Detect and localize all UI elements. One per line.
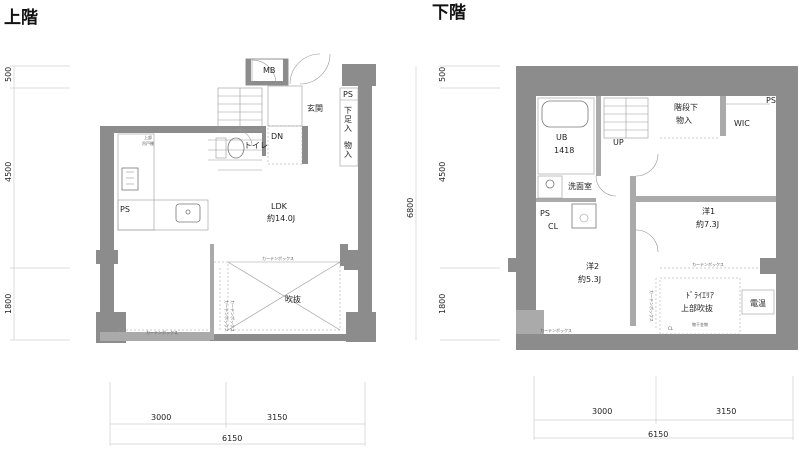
lower-washroom-label: 洗面室 <box>568 181 592 191</box>
upper-curtain-box-label-2: カーテンボックス <box>146 329 178 335</box>
upper-dim-6150: 6150 <box>222 434 242 443</box>
upper-dim-500: 500 <box>4 67 13 82</box>
upper-toilet-label: トイレ <box>244 141 268 150</box>
lower-curtain-box-label-1: カーテンボックス <box>692 261 724 267</box>
upper-toilet-fixture <box>215 137 245 159</box>
upper-dim-1800: 1800 <box>4 294 13 314</box>
lower-denon-label: 電温 <box>750 299 766 308</box>
upper-dn-label: DN <box>271 132 283 141</box>
lower-dim-6800: 6800 <box>406 198 415 218</box>
upper-horizontal-dimensions: 3000 3150 6150 <box>109 382 366 446</box>
lower-walls <box>508 66 798 350</box>
lower-hardware-label: 物干金物 <box>692 321 708 327</box>
lower-bath-fixture <box>537 97 595 175</box>
upper-genkan-label: 玄関 <box>307 103 323 113</box>
lower-ps-left-label: PS <box>540 209 550 218</box>
lower-dry-area <box>659 277 775 335</box>
lower-wic-label: WIC <box>734 119 750 128</box>
upper-vertical-dimensions: 500 4500 1800 <box>4 65 70 341</box>
lower-small-label: CL <box>668 326 674 331</box>
lower-yo2-label: 洋2 <box>586 261 599 271</box>
lower-cl-label: CL <box>548 222 559 231</box>
lower-ub-label: UB <box>556 133 567 142</box>
upper-storage-label-2: 入 <box>344 150 352 159</box>
upper-dim-4500: 4500 <box>4 162 13 182</box>
lower-up-label: UP <box>613 138 624 147</box>
upper-dim-3150: 3150 <box>267 413 287 422</box>
upper-shoe-label-2: 足 <box>344 115 352 124</box>
upper-mb-label: MB <box>263 66 275 75</box>
upper-floor-title: 上階 <box>4 8 38 28</box>
lower-ub-size: 1418 <box>554 146 574 155</box>
upper-ldk-size: 約14.0J <box>267 213 295 223</box>
upper-genkan-floor <box>267 125 303 165</box>
lower-dim-6150: 6150 <box>648 430 668 439</box>
upper-storage-label-1: 物 <box>344 140 352 150</box>
lower-dim-3000: 3000 <box>592 407 612 416</box>
upper-curtain-box-label-v2: カーテンボックス <box>230 300 236 332</box>
lower-yo1-size: 約7.3J <box>696 219 719 229</box>
upper-shoe-label-1: 下 <box>344 106 352 115</box>
lower-kaidan-label-2: 物入 <box>676 115 692 125</box>
upper-ps-top-label: PS <box>343 90 353 99</box>
lower-ps-top-label: PS <box>766 96 776 105</box>
lower-staircase <box>603 97 649 139</box>
lower-washroom-fixtures <box>537 175 597 229</box>
lower-doors <box>595 153 659 253</box>
upper-dim-3000: 3000 <box>151 413 171 422</box>
lower-floor-title: 下階 <box>432 3 466 23</box>
lower-dim-1800: 1800 <box>438 294 447 314</box>
lower-dim-3150: 3150 <box>716 407 736 416</box>
lower-curtain-box-label-v: カーテンボックス <box>649 290 655 322</box>
upper-cupboard-label-1: 上部 <box>144 134 152 140</box>
upper-curtain-box-label-1: カーテンボックス <box>262 255 294 261</box>
upper-floor-plan: 上階 500 4500 1800 <box>4 8 376 446</box>
upper-shoe-storage <box>339 87 359 167</box>
upper-doors <box>235 53 331 147</box>
upper-void-label: 吹抜 <box>285 294 301 304</box>
lower-horizontal-dimensions: 3000 3150 6150 <box>533 376 794 440</box>
upper-curtain-box-label-v1: カーテンボックス <box>224 300 230 332</box>
upper-kitchen <box>117 133 209 231</box>
lower-curtain-box-label-2: カーテンボックス <box>540 327 572 333</box>
lower-vertical-dimensions: 500 4500 1800 6800 <box>406 65 500 341</box>
lower-dry-label-2: 上部吹抜 <box>681 303 713 313</box>
upper-ldk-label: LDK <box>271 202 288 211</box>
upper-shoe-label-3: 入 <box>344 124 352 133</box>
lower-dry-label-1: ﾄﾞﾗｲｴﾘｱ <box>686 291 714 300</box>
upper-ps-left-label: PS <box>120 205 130 214</box>
lower-dim-500: 500 <box>438 67 447 82</box>
lower-floor-plan: 下階 500 4500 1800 6800 <box>406 3 798 440</box>
lower-yo1-label: 洋1 <box>702 206 715 216</box>
upper-cupboard-label-2: 吊戸棚 <box>142 140 154 146</box>
lower-yo2-size: 約5.3J <box>578 274 601 284</box>
lower-kaidan-label-1: 階段下 <box>674 102 698 112</box>
lower-dim-4500: 4500 <box>438 162 447 182</box>
upper-genkan-area <box>267 85 303 127</box>
upper-walls <box>96 58 376 343</box>
upper-void-cross <box>227 261 341 331</box>
upper-staircase <box>208 87 263 171</box>
